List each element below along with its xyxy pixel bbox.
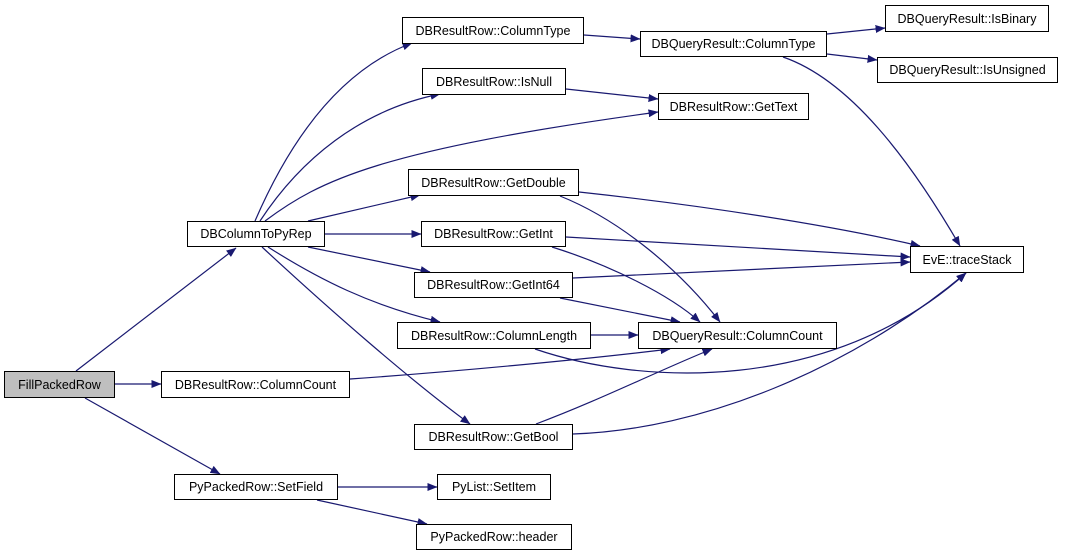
edge-db-column-to-py-rep-to-rr-get-int64 (307, 246, 431, 275)
edge-rr-get-bool-to-eve-trace-stack (572, 272, 967, 435)
node-rr-column-type[interactable]: DBResultRow::ColumnType (402, 17, 584, 44)
node-db-column-to-py-rep[interactable]: DBColumnToPyRep (187, 221, 325, 247)
edge-db-column-to-py-rep-to-rr-get-text (264, 109, 659, 222)
edge-rr-get-int-to-eve-trace-stack (565, 236, 911, 261)
node-fill-packed-row: FillPackedRow (4, 371, 115, 398)
edge-rr-column-length-to-eve-trace-stack (534, 272, 967, 374)
edge-py-packed-row-set-field-to-py-packed-row-header (316, 499, 428, 526)
edge-qr-column-type-to-qr-is-unsigned (826, 53, 878, 63)
edge-rr-column-count-to-qr-column-count (349, 346, 671, 380)
edge-rr-get-int64-to-qr-column-count (559, 297, 681, 325)
edge-rr-column-type-to-qr-column-type (583, 34, 641, 43)
edge-rr-get-int-to-qr-column-count (551, 246, 701, 323)
edge-fill-packed-row-to-db-column-to-py-rep (75, 247, 237, 372)
edge-fill-packed-row-to-py-packed-row-set-field (84, 397, 221, 475)
node-py-list-set-item[interactable]: PyList::SetItem (437, 474, 551, 500)
node-py-packed-row-header[interactable]: PyPackedRow::header (416, 524, 572, 550)
node-rr-is-null[interactable]: DBResultRow::IsNull (422, 68, 566, 95)
node-rr-get-int64[interactable]: DBResultRow::GetInt64 (414, 272, 573, 298)
edge-db-column-to-py-rep-to-rr-column-type (254, 42, 413, 222)
edge-db-column-to-py-rep-to-rr-get-bool (261, 246, 471, 425)
node-rr-column-length[interactable]: DBResultRow::ColumnLength (397, 322, 591, 349)
edge-qr-column-type-to-qr-is-binary (826, 24, 886, 35)
edge-db-column-to-py-rep-to-rr-get-double (307, 193, 421, 222)
node-qr-column-count[interactable]: DBQueryResult::ColumnCount (638, 322, 837, 349)
node-eve-trace-stack[interactable]: EvE::traceStack (910, 246, 1024, 273)
node-rr-get-double[interactable]: DBResultRow::GetDouble (408, 169, 579, 196)
edge-db-column-to-py-rep-to-rr-column-length (267, 246, 441, 324)
node-rr-get-bool[interactable]: DBResultRow::GetBool (414, 424, 573, 450)
node-qr-is-binary[interactable]: DBQueryResult::IsBinary (885, 5, 1049, 32)
node-rr-get-text[interactable]: DBResultRow::GetText (658, 93, 809, 120)
edge-rr-get-bool-to-qr-column-count (535, 348, 713, 425)
node-qr-is-unsigned[interactable]: DBQueryResult::IsUnsigned (877, 57, 1058, 83)
edge-rr-is-null-to-rr-get-text (565, 88, 659, 102)
node-qr-column-type[interactable]: DBQueryResult::ColumnType (640, 31, 827, 57)
node-rr-column-count[interactable]: DBResultRow::ColumnCount (161, 371, 350, 398)
node-rr-get-int[interactable]: DBResultRow::GetInt (421, 221, 566, 247)
edge-rr-get-double-to-eve-trace-stack (578, 191, 921, 248)
edge-rr-get-int64-to-eve-trace-stack (572, 258, 911, 279)
edge-qr-column-type-to-eve-trace-stack (782, 56, 961, 247)
edge-db-column-to-py-rep-to-rr-is-null (259, 91, 441, 222)
edge-rr-get-double-to-qr-column-count (559, 195, 721, 323)
node-py-packed-row-set-field[interactable]: PyPackedRow::SetField (174, 474, 338, 500)
